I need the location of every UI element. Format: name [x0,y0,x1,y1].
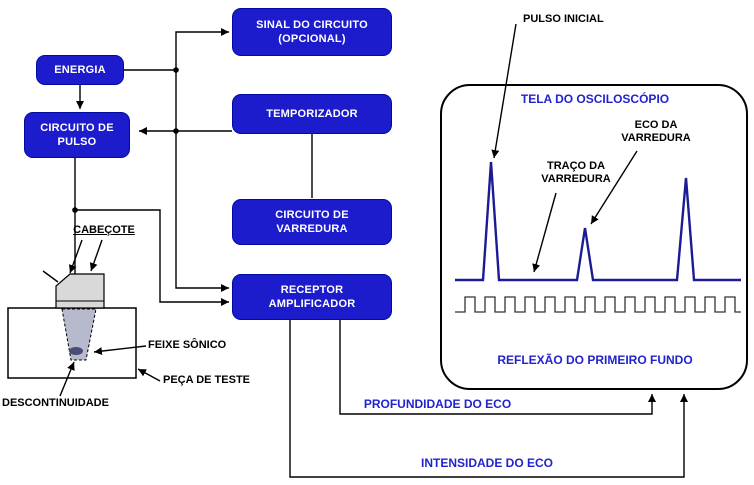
flaw-mark [69,347,83,355]
oscilloscope-trace [455,23,741,313]
leader-feixe-sonico [93,345,147,356]
label-profundidade-do-eco: PROFUNDIDADE DO ECO [363,397,512,411]
block-receptor-amplificador: RECEPTOR AMPLIFICADOR [232,274,392,320]
graticule [455,296,741,313]
block-sinal-do-circuito-label: SINAL DO CIRCUITO (OPCIONAL) [256,18,368,45]
leader-traco-varredura [532,192,557,273]
probe-cable [42,270,59,283]
line-profundidade [339,320,656,415]
block-temporizador-label: TEMPORIZADOR [266,107,358,120]
block-circuito-de-varredura-label: CIRCUITO DE VARREDURA [275,208,349,235]
label-eco-da-varredura: ECO DA VARREDURA [621,119,691,145]
label-feixe-sonico: FEIXE SÔNICO [148,339,227,351]
block-circuito-de-pulso: CIRCUITO DE PULSO [24,112,130,158]
label-tela-do-osciloscopio: TELA DO OSCILOSCÓPIO [520,92,670,106]
leader-pulso-inicial [491,23,517,159]
label-traco-da-varredura: TRAÇO DA VARREDURA [541,160,611,186]
block-sinal-do-circuito: SINAL DO CIRCUITO (OPCIONAL) [232,8,392,56]
line-intensidade [289,320,688,478]
label-peca-de-teste: PEÇA DE TESTE [163,374,250,386]
label-descontinuidade: DESCONTINUIDADE [2,397,109,409]
label-cabecote: CABEÇOTE [73,224,135,236]
label-intensidade-do-eco: INTENSIDADE DO ECO [420,456,553,470]
block-energia: ENERGIA [36,55,124,85]
line-probe-to-receptor [75,209,229,306]
leader-eco-varredura [590,150,638,225]
oscilloscope-screen [440,84,748,390]
block-energia-label: ENERGIA [54,63,106,76]
connector-arrows [72,28,688,478]
waveform-trace [455,161,741,282]
leader-cabecote-1 [68,239,83,274]
probe-and-test-piece [7,239,161,397]
line-to-receptor-upper [175,70,229,292]
block-circuito-de-varredura: CIRCUITO DE VARREDURA [232,199,392,245]
probe-body [55,273,105,309]
block-receptor-amplificador-label: RECEPTOR AMPLIFICADOR [268,283,356,310]
leader-peca-de-teste [137,368,161,382]
block-temporizador: TEMPORIZADOR [232,94,392,134]
leader-descontinuidade [59,361,75,397]
line-to-sinal [175,28,229,70]
leader-cabecote-2 [89,239,103,272]
label-pulso-inicial: PULSO INICIAL [523,13,604,25]
sonic-beam [61,308,97,361]
block-circuito-de-pulso-label: CIRCUITO DE PULSO [40,121,114,148]
label-reflexao-primeiro-fundo: REFLEXÃO DO PRIMEIRO FUNDO [497,353,693,367]
